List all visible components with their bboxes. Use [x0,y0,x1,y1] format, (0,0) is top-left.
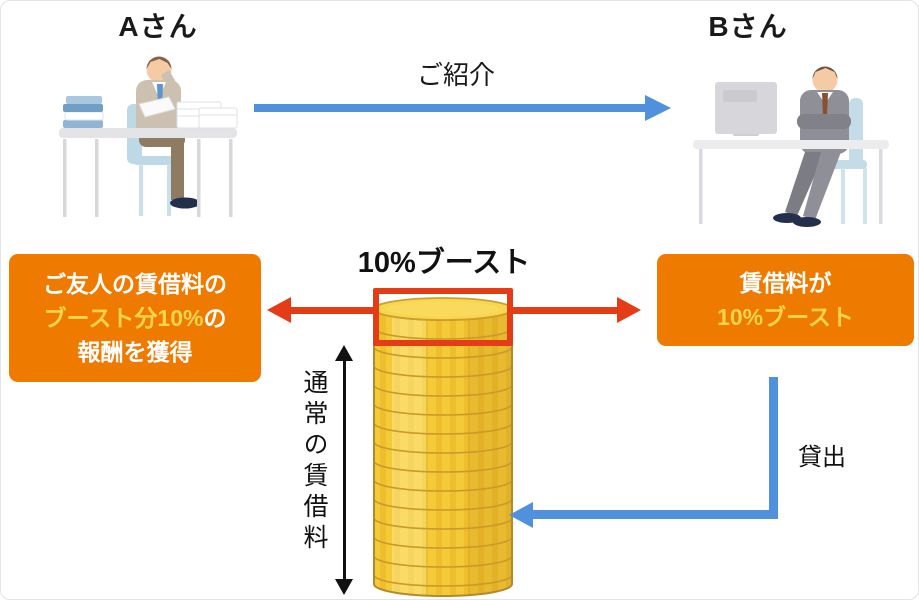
book-stack [63,96,104,128]
rent-range-arrow-bottom-icon [335,579,353,595]
red-arrow-left-head-icon [267,297,291,323]
lend-arrow-horizontal-line [532,510,778,519]
person-a-illustration [59,56,238,217]
boost-line-1: 賃借料が [739,270,832,296]
reward-line-3: 報酬を獲得 [77,339,193,365]
reward-line-2-tail: の [203,305,227,331]
desk-a [59,128,237,217]
boost-line-2: 10%ブースト [717,304,854,330]
person-b-figure [773,66,851,227]
person-b-illustration [693,66,889,227]
normal-rent-label: 通常の賃借料 [300,369,328,555]
person-b-label: Bさん [708,11,788,42]
paper-stacks [176,101,238,129]
red-arrow-right-head-icon [617,297,641,323]
reward-line-1: ご友人の賃借料の [43,271,227,297]
person-a-label: Aさん [118,11,198,42]
right-boost-box: 賃借料が 10%ブースト [657,254,914,346]
referral-arrow-head-icon [645,95,671,121]
coin-stack-illustration [373,297,513,597]
boost-highlight-frame [373,288,513,346]
reward-line-2: ブースト分10%の [44,301,227,335]
person-a-figure [136,56,200,209]
rent-range-arrow-top-icon [335,345,353,361]
lend-label: 貸出 [798,444,846,471]
coin-separators [373,327,513,587]
monitor [715,82,777,136]
referral-arrow-line [254,104,647,112]
red-arrow-right-line [511,307,619,314]
lend-arrow-vertical-line [769,377,778,519]
rent-range-arrow-line [343,359,346,581]
red-arrow-left-line [289,307,375,314]
desk-b [693,140,889,224]
reward-line-2-highlight: ブースト分10% [43,305,204,331]
lend-arrow-head-icon [509,502,533,528]
left-reward-box: ご友人の賃借料の ブースト分10%の 報酬を獲得 [9,254,261,382]
boost-title: 10%ブースト [357,247,531,279]
referral-label: ご紹介 [416,60,495,90]
